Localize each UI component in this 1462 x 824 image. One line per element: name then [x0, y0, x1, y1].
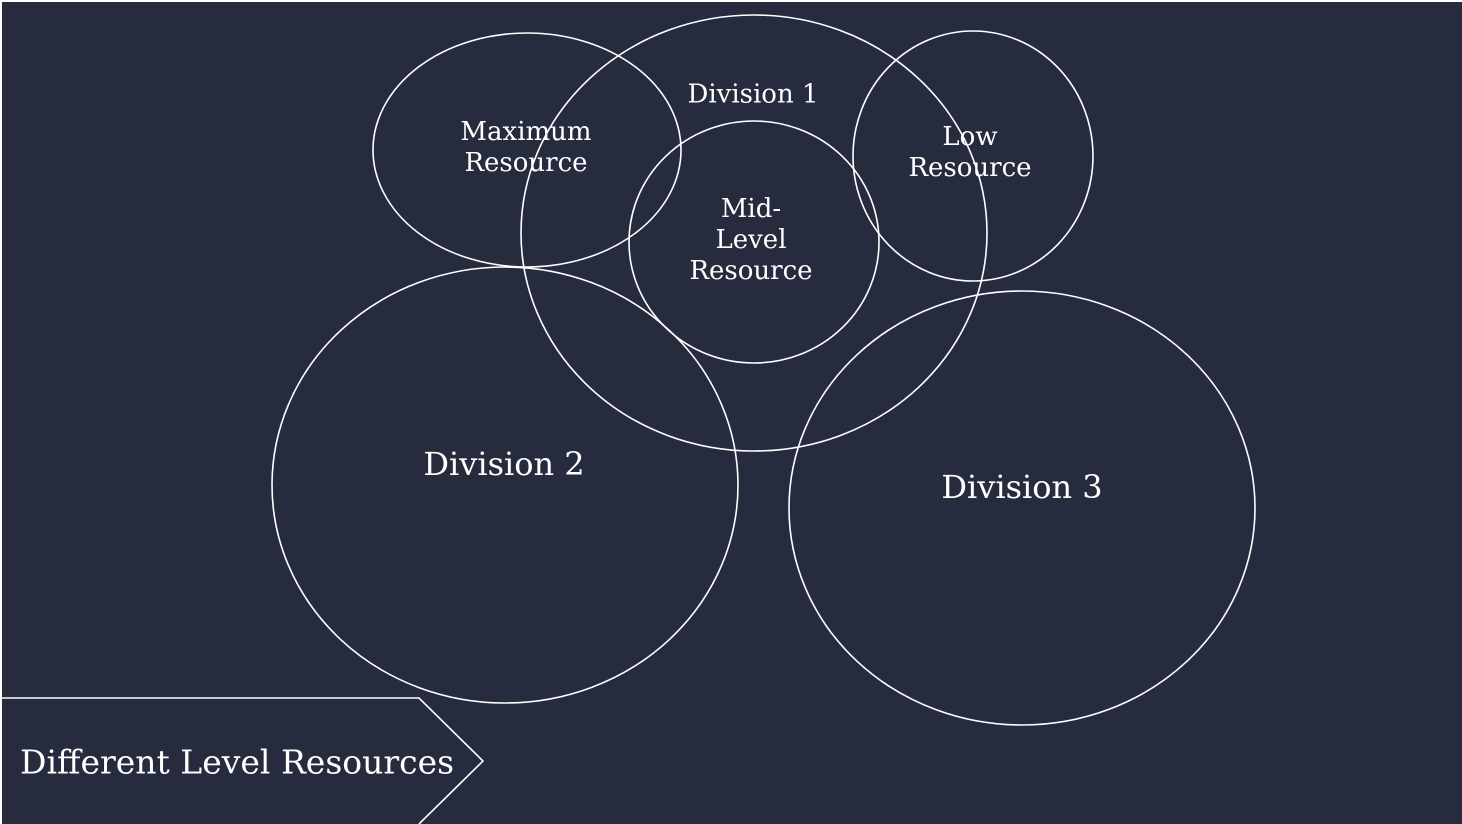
division-3-label: Division 3 — [941, 467, 1103, 506]
maximum-resource-label: Maximum Resource — [460, 116, 592, 178]
mid-level-resource-circle — [628, 120, 880, 364]
title-banner-arrow — [0, 697, 485, 824]
mid-level-resource-label: Mid- Level Resource — [689, 194, 813, 287]
low-resource-circle — [852, 30, 1094, 282]
slide-title: Different Level Resources — [20, 742, 455, 782]
division-3-circle — [788, 290, 1256, 726]
maximum-resource-circle — [372, 32, 682, 268]
division-1-circle — [520, 14, 988, 452]
low-resource-label: Low Resource — [908, 121, 1032, 183]
division-2-label: Division 2 — [423, 444, 585, 483]
division-1-label: Division 1 — [687, 79, 819, 110]
division-2-circle — [271, 266, 739, 704]
